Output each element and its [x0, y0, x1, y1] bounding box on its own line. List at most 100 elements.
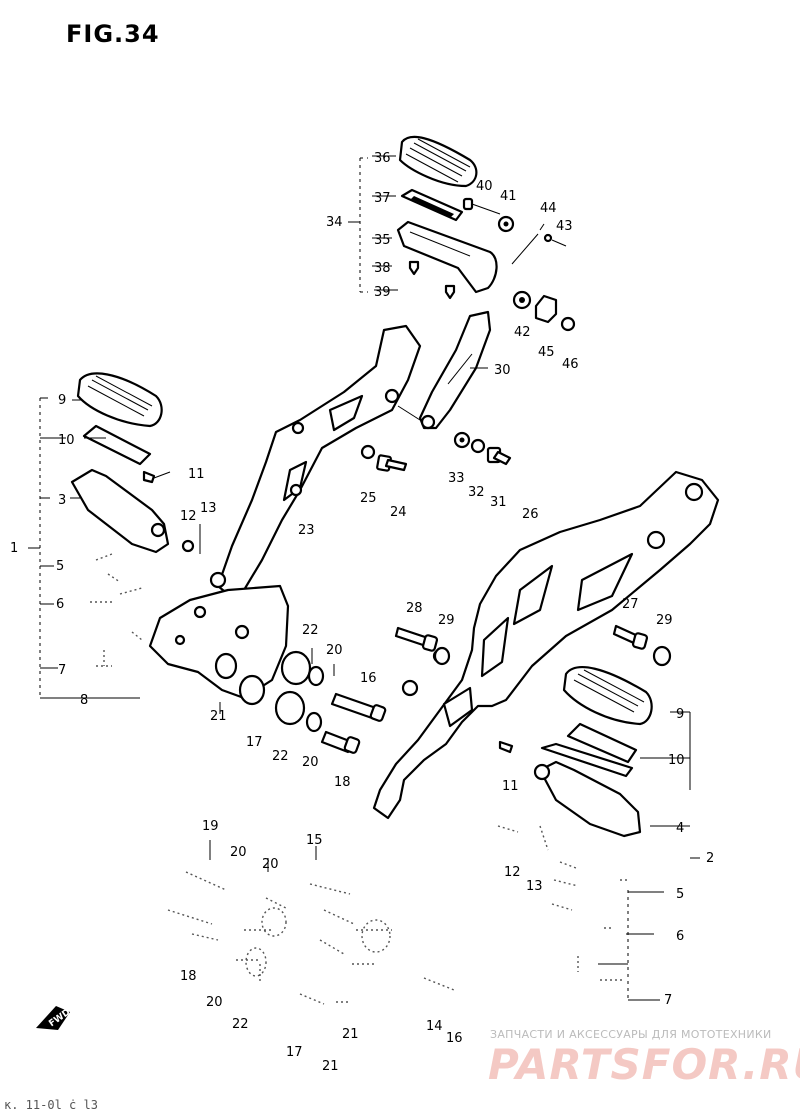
bolt-28: [394, 626, 439, 652]
callout-11-right: 11: [502, 779, 519, 794]
callout-24: 24: [390, 505, 407, 520]
collar-22b: [274, 690, 306, 726]
callout-32: 32: [468, 485, 485, 500]
callout-22-a: 22: [302, 623, 319, 638]
callout-5-left: 5: [56, 559, 64, 574]
callout-14: 14: [426, 1019, 443, 1034]
callout-18-b: 18: [180, 969, 197, 984]
washer-29b: [652, 645, 672, 667]
callout-10-left: 10: [58, 433, 75, 448]
callout-2: 2: [706, 851, 714, 866]
callout-23: 23: [298, 523, 315, 538]
washer-42: [512, 290, 532, 310]
callout-42: 42: [514, 325, 531, 340]
washer-33: [453, 431, 471, 449]
callout-38: 38: [374, 261, 391, 276]
callout-11-left: 11: [188, 467, 205, 482]
lockwasher-32: [470, 438, 486, 454]
callout-25: 25: [360, 491, 377, 506]
callout-13-left: 13: [200, 501, 217, 516]
rear-bracket-30: [418, 310, 492, 430]
left-footrest-bracket-3: [70, 468, 170, 554]
footrest-plate-37: [400, 188, 464, 222]
right-screw-11: [498, 740, 514, 754]
callout-30: 30: [494, 363, 511, 378]
bolt-27: [612, 624, 649, 650]
callout-6-right: 6: [676, 929, 684, 944]
callout-46: 46: [562, 357, 579, 372]
footrest-rubber-36: [398, 135, 478, 188]
figure-title: FIG.34: [66, 20, 160, 48]
callout-13-right: 13: [526, 879, 543, 894]
callout-9-left: 9: [58, 393, 66, 408]
callout-41: 41: [500, 189, 517, 204]
callout-29-b: 29: [656, 613, 673, 628]
callout-3: 3: [58, 493, 66, 508]
callout-26: 26: [522, 507, 539, 522]
bushing-21: [214, 652, 238, 680]
callout-7-right: 7: [664, 993, 672, 1008]
nut-46: [560, 316, 576, 332]
callout-20-c: 20: [230, 845, 247, 860]
footrest-bracket-35: [396, 220, 498, 294]
callout-44: 44: [540, 201, 557, 216]
right-footrest-plate-10: [540, 722, 638, 778]
callout-34: 34: [326, 215, 343, 230]
callout-27: 27: [622, 597, 639, 612]
callout-20-a: 20: [326, 643, 343, 658]
callout-17-a: 17: [246, 735, 263, 750]
right-footrest-rubber-9: [562, 666, 653, 726]
callout-12-right: 12: [504, 865, 521, 880]
callout-6-left: 6: [56, 597, 64, 612]
spacer-45: [534, 294, 558, 324]
washer-25: [360, 444, 376, 460]
fwd-arrow: FWD: [36, 1006, 72, 1030]
bolt-31: [486, 446, 512, 466]
washer-41: [497, 215, 515, 233]
callout-21-c: 21: [322, 1059, 339, 1074]
right-footrest-bracket-4: [533, 760, 642, 838]
callout-19: 19: [202, 819, 219, 834]
bolt-24: [376, 454, 408, 472]
callout-12-left: 12: [180, 509, 197, 524]
watermark-subtitle: ЗАПЧАСТИ И АКСЕССУАРЫ ДЛЯ МОТОТЕХНИКИ: [490, 1028, 772, 1041]
callout-37: 37: [374, 191, 391, 206]
callout-18-a: 18: [334, 775, 351, 790]
right-footrest-stay-26: [372, 470, 720, 820]
bolt-16: [330, 692, 387, 722]
callout-8-left: 8: [80, 693, 88, 708]
left-nut-12: [181, 539, 195, 553]
washer-20b: [305, 711, 323, 733]
left-screw-11: [142, 470, 156, 484]
screw-38: [408, 260, 420, 276]
callout-1: 1: [10, 541, 18, 556]
callout-39: 39: [374, 285, 391, 300]
callout-21-b: 21: [342, 1027, 359, 1042]
callout-31: 31: [490, 495, 507, 510]
figure-code: ĸ. 11‑0l ċ l3: [4, 1098, 98, 1112]
callout-20-b: 20: [302, 755, 319, 770]
callout-15: 15: [306, 833, 323, 848]
callout-20-e: 20: [206, 995, 223, 1010]
callout-4: 4: [676, 821, 684, 836]
watermark-brand: PARTSFOR.RU: [488, 1040, 800, 1089]
callout-9-right: 9: [676, 707, 684, 722]
callout-22-b: 22: [272, 749, 289, 764]
callout-5-right: 5: [676, 887, 684, 902]
callout-29-a: 29: [438, 613, 455, 628]
callout-16-a: 16: [360, 671, 377, 686]
callout-22-c: 22: [232, 1017, 249, 1032]
callout-43: 43: [556, 219, 573, 234]
washer-29a: [433, 646, 451, 666]
callout-10-right: 10: [668, 753, 685, 768]
collar-22: [280, 650, 312, 686]
bolt-18: [320, 730, 361, 754]
washer-20: [307, 665, 325, 687]
spacer-17: [238, 674, 266, 706]
callout-33: 33: [448, 471, 465, 486]
callout-36: 36: [374, 151, 391, 166]
callout-labels: 36 37 34 35 38 39 40 41 44 43 42 45 46 3…: [10, 151, 714, 1074]
left-plate-17: [148, 584, 290, 700]
callout-17-b: 17: [286, 1045, 303, 1060]
